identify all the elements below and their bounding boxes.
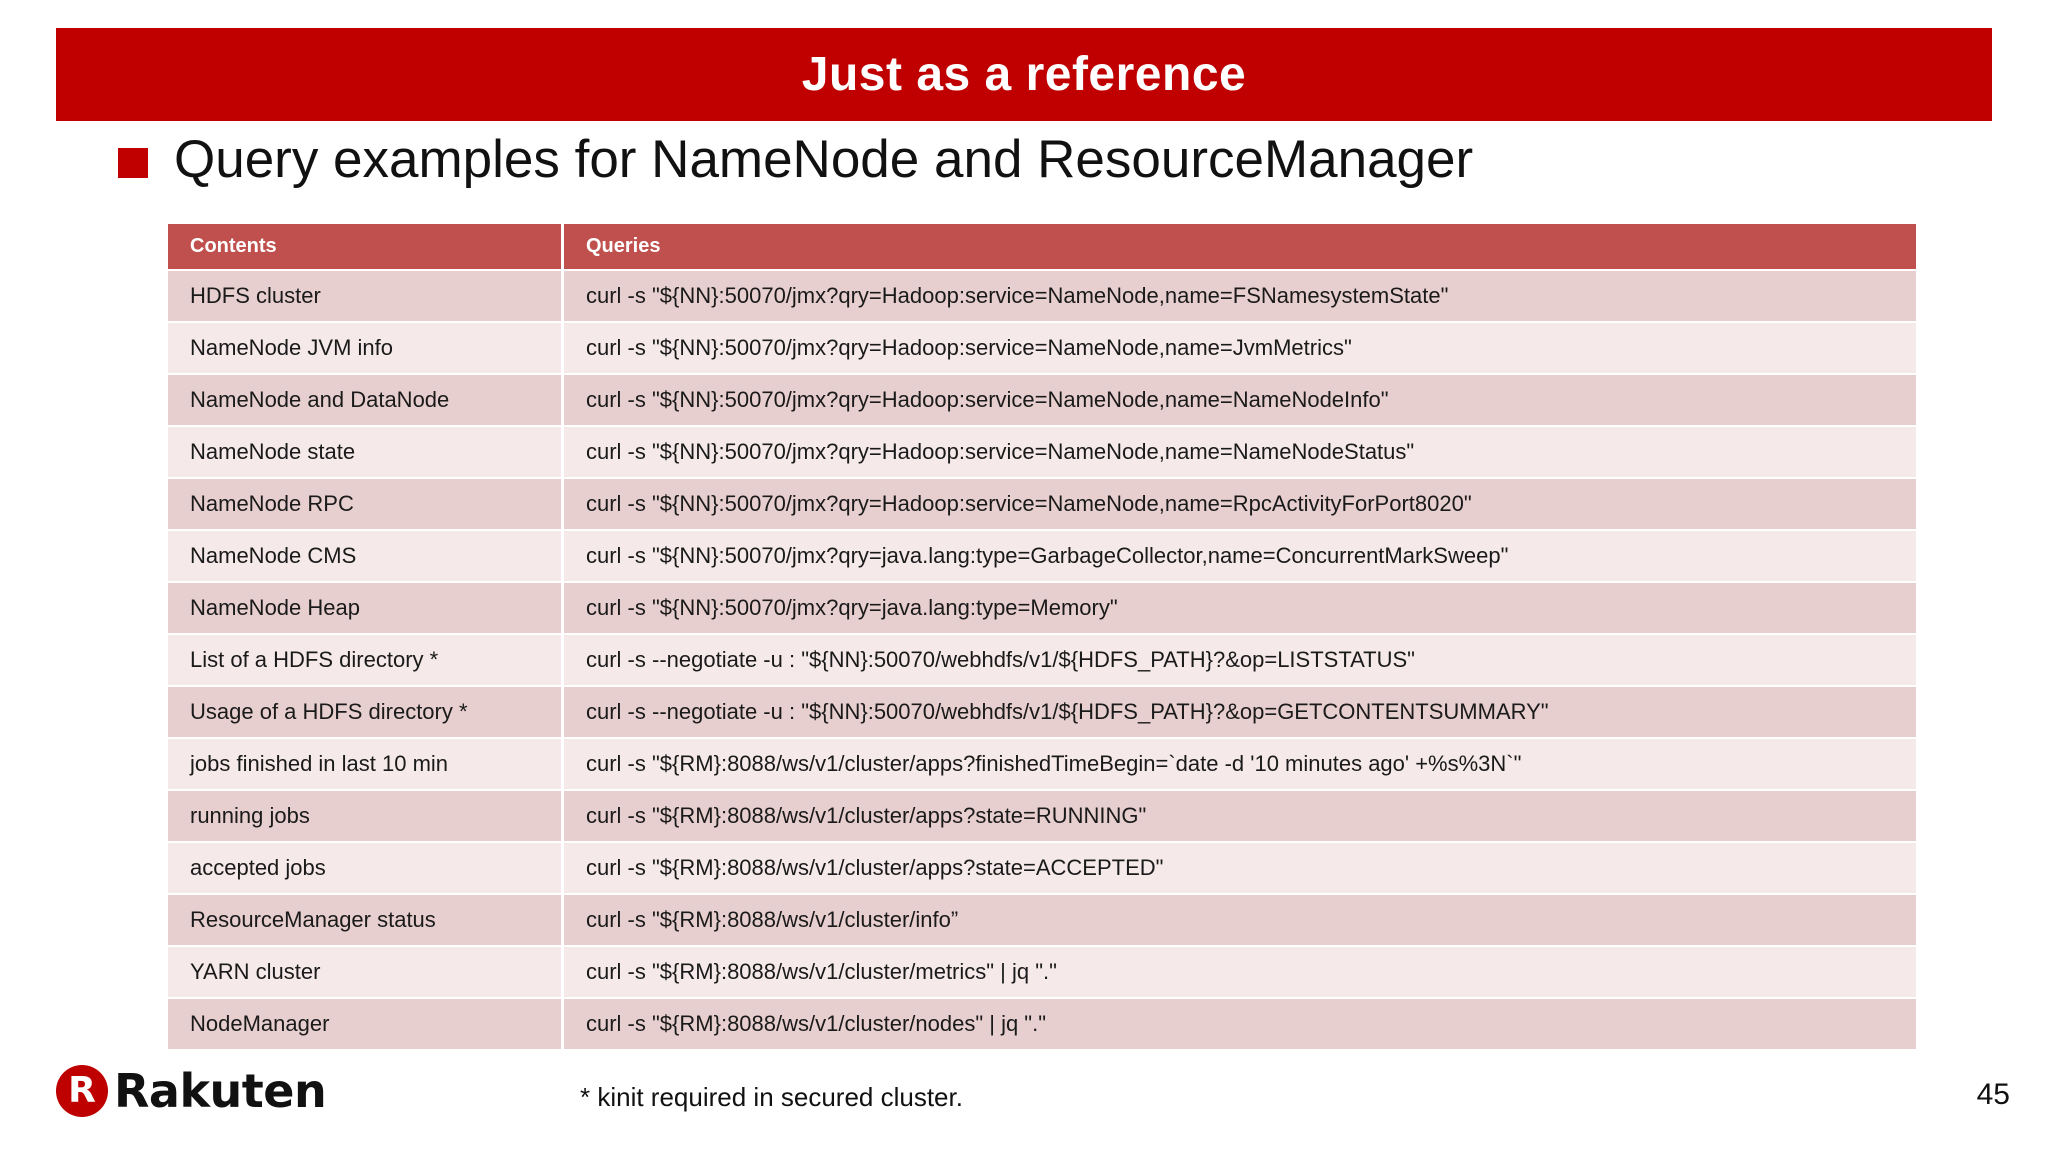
cell-query: curl -s "${RM}:8088/ws/v1/cluster/info” [564, 895, 1916, 945]
cell-query: curl -s "${NN}:50070/jmx?qry=java.lang:t… [564, 583, 1916, 633]
cell-contents: running jobs [168, 791, 564, 841]
cell-contents: Usage of a HDFS directory * [168, 687, 564, 737]
table-header-row: Contents Queries [168, 224, 1916, 269]
cell-contents: NodeManager [168, 999, 564, 1049]
slide-title: Just as a reference [801, 47, 1247, 101]
cell-query: curl -s "${NN}:50070/jmx?qry=Hadoop:serv… [564, 323, 1916, 373]
cell-contents: NameNode and DataNode [168, 375, 564, 425]
cell-query: curl -s --negotiate -u : "${NN}:50070/we… [564, 635, 1916, 685]
title-banner: Just as a reference [56, 28, 1992, 121]
cell-contents: NameNode JVM info [168, 323, 564, 373]
cell-query: curl -s "${RM}:8088/ws/v1/cluster/apps?f… [564, 739, 1916, 789]
cell-query: curl -s "${RM}:8088/ws/v1/cluster/nodes"… [564, 999, 1916, 1049]
cell-query: curl -s "${NN}:50070/jmx?qry=Hadoop:serv… [564, 375, 1916, 425]
table-row: List of a HDFS directory *curl -s --nego… [168, 635, 1916, 685]
cell-contents: ResourceManager status [168, 895, 564, 945]
rakuten-r-icon: R [56, 1065, 108, 1117]
page-number: 45 [1976, 1078, 2010, 1111]
cell-query: curl -s "${NN}:50070/jmx?qry=Hadoop:serv… [564, 479, 1916, 529]
cell-query: curl -s --negotiate -u : "${NN}:50070/we… [564, 687, 1916, 737]
cell-contents: YARN cluster [168, 947, 564, 997]
cell-query: curl -s "${NN}:50070/jmx?qry=Hadoop:serv… [564, 427, 1916, 477]
slide-heading: Query examples for NameNode and Resource… [174, 130, 1474, 189]
cell-query: curl -s "${RM}:8088/ws/v1/cluster/apps?s… [564, 791, 1916, 841]
column-header-queries: Queries [564, 224, 1916, 269]
cell-query: curl -s "${RM}:8088/ws/v1/cluster/metric… [564, 947, 1916, 997]
footnote: * kinit required in secured cluster. [580, 1082, 963, 1112]
cell-contents: jobs finished in last 10 min [168, 739, 564, 789]
cell-contents: accepted jobs [168, 843, 564, 893]
cell-query: curl -s "${RM}:8088/ws/v1/cluster/apps?s… [564, 843, 1916, 893]
cell-contents: NameNode CMS [168, 531, 564, 581]
cell-contents: NameNode RPC [168, 479, 564, 529]
bullet-square-icon [118, 147, 148, 178]
column-header-contents: Contents [168, 224, 564, 269]
cell-contents: List of a HDFS directory * [168, 635, 564, 685]
query-table-head: Contents Queries [168, 224, 1916, 269]
cell-query: curl -s "${NN}:50070/jmx?qry=Hadoop:serv… [564, 271, 1916, 321]
cell-contents: NameNode state [168, 427, 564, 477]
cell-contents: NameNode Heap [168, 583, 564, 633]
rakuten-wordmark: Rakuten [114, 1064, 327, 1118]
table-row: Usage of a HDFS directory *curl -s --neg… [168, 687, 1916, 737]
cell-contents: HDFS cluster [168, 271, 564, 321]
rakuten-logo: R Rakuten [56, 1064, 327, 1118]
slide-heading-row: Query examples for NameNode and Resource… [118, 132, 1473, 188]
cell-query: curl -s "${NN}:50070/jmx?qry=java.lang:t… [564, 531, 1916, 581]
